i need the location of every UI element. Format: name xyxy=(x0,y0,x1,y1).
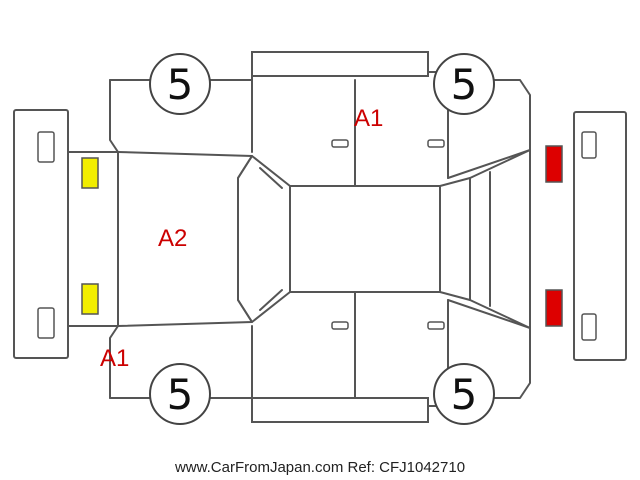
rear-bumper xyxy=(573,111,627,361)
wheel-front-right: 5 xyxy=(149,363,211,425)
wheel-rear-right: 5 xyxy=(433,363,495,425)
rear-lamp-right xyxy=(545,289,563,327)
wheel-front-left-value: 5 xyxy=(167,60,194,109)
footer-reference: www.CarFromJapan.com Ref: CFJ1042710 xyxy=(174,459,465,476)
damage-mark-hood: A2 xyxy=(158,225,187,252)
wheel-front-right-value: 5 xyxy=(167,370,194,419)
front-bumper xyxy=(13,109,69,359)
wheel-rear-left-value: 5 xyxy=(451,60,478,109)
wheel-rear-right-value: 5 xyxy=(451,370,478,419)
left-side-body xyxy=(109,51,531,187)
roof-body xyxy=(67,149,531,329)
front-lamp-left xyxy=(81,157,99,189)
front-lamp-right xyxy=(81,283,99,315)
rear-lamp-left xyxy=(545,145,563,183)
wheel-front-left: 5 xyxy=(149,53,211,115)
damage-mark-left-side: A1 xyxy=(354,105,383,132)
damage-mark-front-corner: A1 xyxy=(100,345,129,372)
wheel-rear-left: 5 xyxy=(433,53,495,115)
